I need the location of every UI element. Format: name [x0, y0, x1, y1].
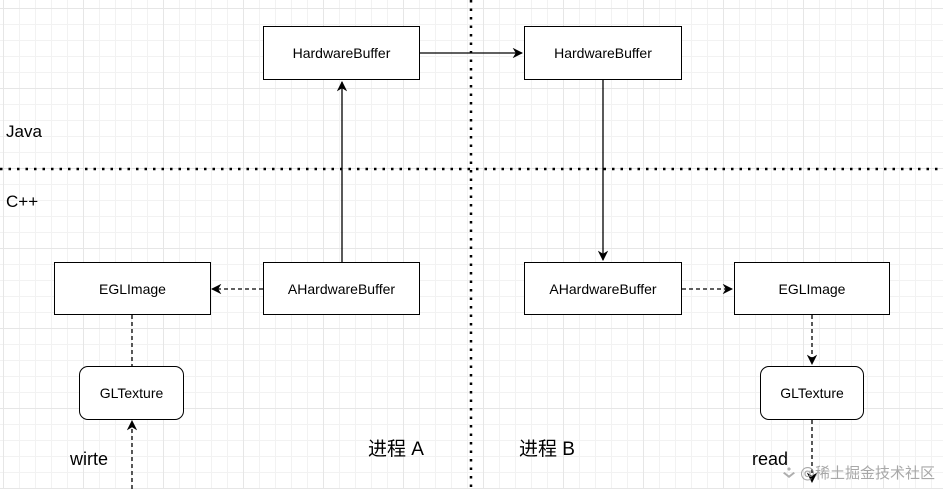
cpp-layer-label: C++ — [6, 192, 39, 211]
watermark-text: @稀土掘金技术社区 — [799, 464, 935, 482]
hardware-buffer-a-node: HardwareBuffer — [263, 26, 420, 80]
write-label: wirte — [70, 449, 109, 469]
ahardware-buffer-a-node: AHardwareBuffer — [263, 262, 420, 315]
java-layer-label: Java — [6, 122, 42, 141]
egl-image-b-node: EGLImage — [734, 262, 890, 315]
process-a-label: 进程 A — [368, 439, 424, 460]
gl-texture-b-node: GLTexture — [760, 366, 864, 420]
process-b-label: 进程 B — [519, 439, 575, 460]
juejin-logo-icon — [782, 466, 795, 478]
egl-image-a-node: EGLImage — [54, 262, 211, 315]
gl-texture-a-node: GLTexture — [79, 366, 184, 420]
hardware-buffer-b-node: HardwareBuffer — [524, 26, 682, 80]
ahardware-buffer-b-node: AHardwareBuffer — [524, 262, 682, 315]
read-label: read — [752, 449, 789, 469]
watermark: @稀土掘金技术社区 — [782, 462, 935, 483]
